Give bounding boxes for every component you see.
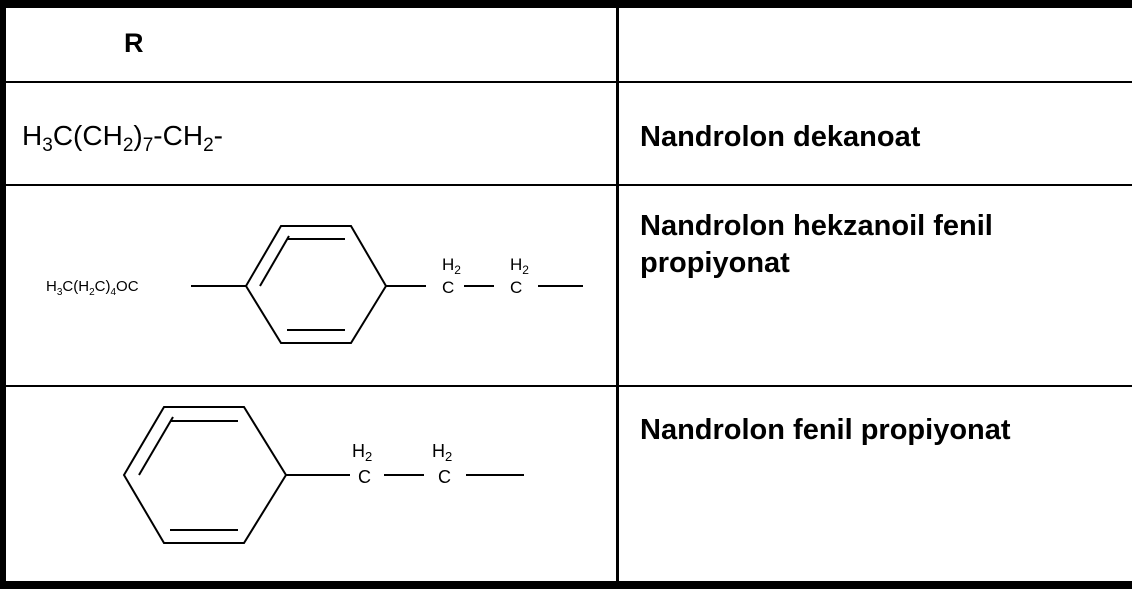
table-border-bottom [0,581,1132,589]
row2-left-group: H3C(H2C)4OC [46,278,139,298]
row2-structure: H3C(H2C)4OC H2 C H2 C [46,225,583,344]
row2-compound-name: Nandrolon hekzanoil fenil propiyonat [640,208,993,282]
row-divider-1 [0,81,1132,83]
row1-formula: H3C(CH2)7-CH2- [22,120,223,156]
row3-structure: H2 C H2 C [122,406,524,544]
row3-compound-name: Nandrolon fenil propiyonat [640,414,1011,446]
header-r-label: R [124,28,144,58]
row2-name-line1: Nandrolon hekzanoil fenil [640,210,993,242]
row3-ch2-a-h: H2 [352,441,372,464]
row1-compound-name: Nandrolon dekanoat [640,121,921,153]
row2-ch2-a-c: C [442,278,454,297]
row2-ch2-b-c: C [510,278,522,297]
table-border-left [0,0,6,589]
row-divider-2 [0,184,1132,186]
column-divider [616,0,619,589]
row2-name-line2: propiyonat [640,247,790,279]
row3-benzene-ring [122,406,524,544]
row3-ch2-b-c: C [438,467,451,487]
row3-ch2-a-c: C [358,467,371,487]
row2-ch2-a-h: H2 [442,255,461,277]
row2-ch2-b-h: H2 [510,255,529,277]
row3-ch2-b-h: H2 [432,441,452,464]
table-border-top [0,0,1132,8]
row-divider-3 [0,385,1132,387]
row2-benzene-ring [191,225,583,344]
